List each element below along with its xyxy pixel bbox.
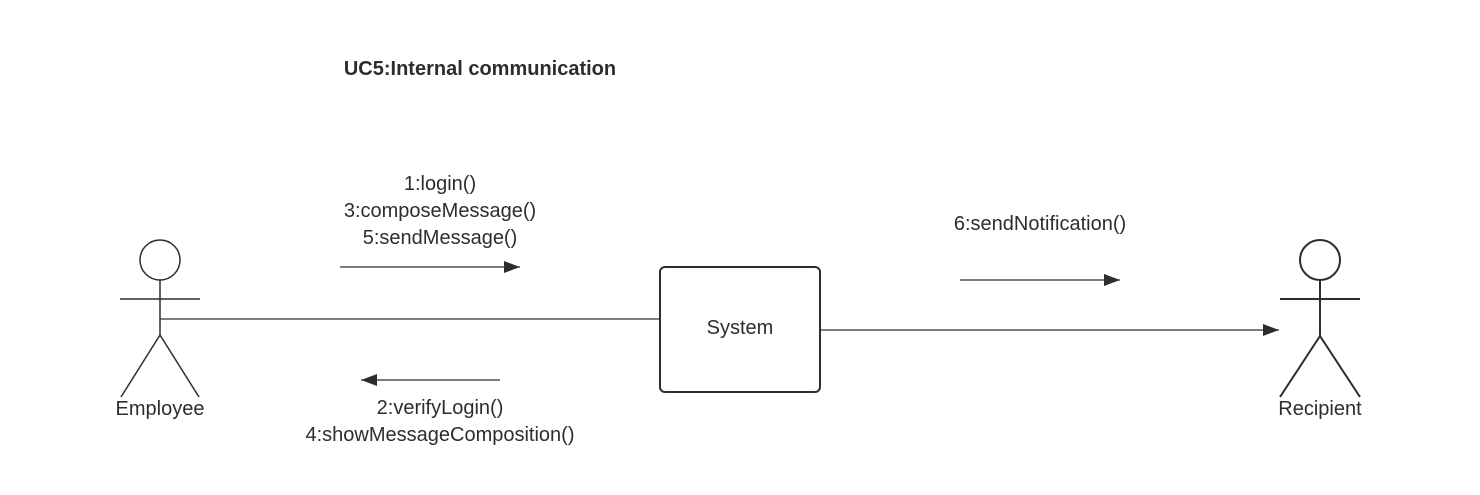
message-label-send-notification: 6:sendNotification() bbox=[954, 213, 1126, 235]
message-label-login: 1:login() bbox=[404, 173, 476, 195]
actor-recipient-left-leg bbox=[1279, 335, 1321, 398]
actor-employee-right-leg bbox=[159, 334, 200, 398]
actor-employee bbox=[120, 239, 200, 398]
actor-employee-head bbox=[139, 239, 181, 281]
diagram-title: UC5:Internal communication bbox=[344, 58, 616, 80]
actor-recipient-right-leg bbox=[1319, 335, 1361, 398]
message-label-show-message-composition: 4:showMessageComposition() bbox=[305, 424, 574, 446]
actor-recipient bbox=[1279, 239, 1361, 398]
message-label-send-message: 5:sendMessage() bbox=[363, 227, 518, 249]
actor-recipient-label: Recipient bbox=[1278, 398, 1362, 420]
system-label: System bbox=[707, 317, 774, 339]
message-label-compose-message: 3:composeMessage() bbox=[344, 200, 536, 222]
actor-employee-left-leg bbox=[120, 334, 161, 398]
actor-recipient-head bbox=[1299, 239, 1341, 281]
actor-employee-label: Employee bbox=[116, 398, 205, 420]
message-label-verify-login: 2:verifyLogin() bbox=[377, 397, 504, 419]
